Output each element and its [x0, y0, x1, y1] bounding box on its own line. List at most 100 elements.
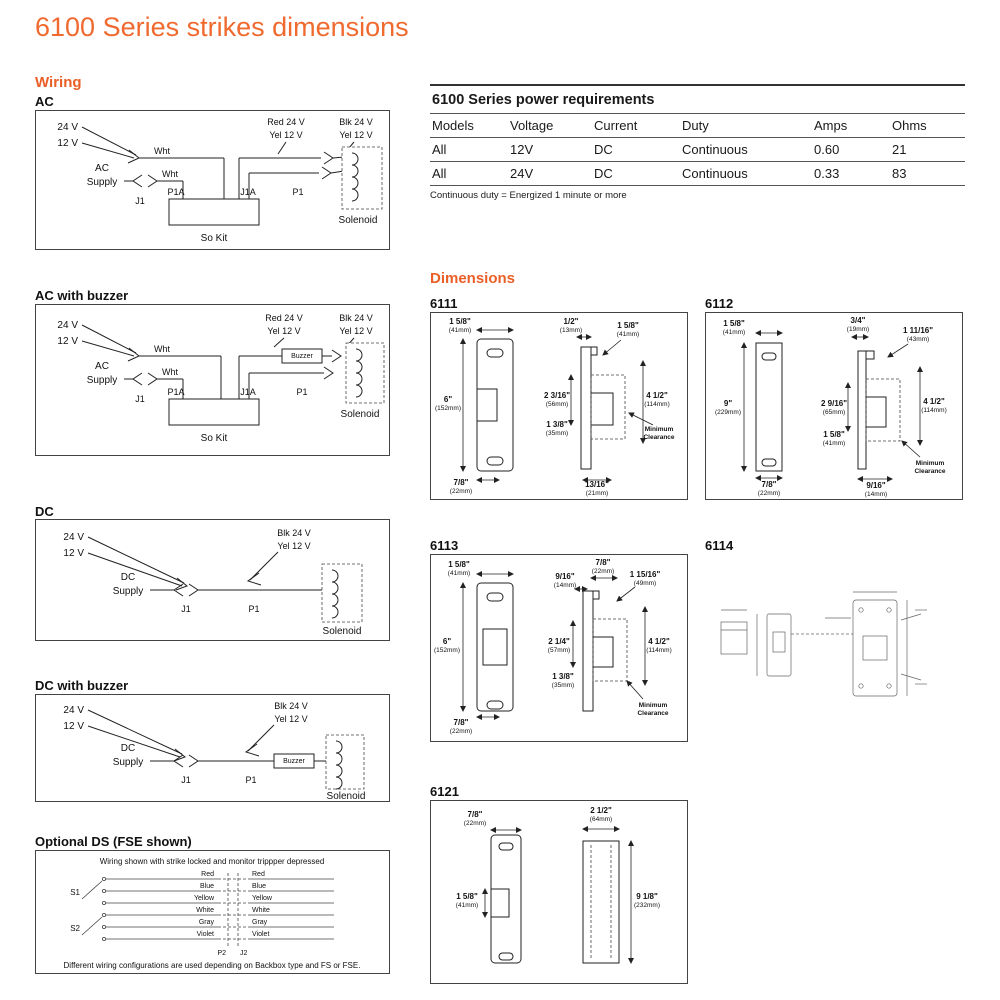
wire-label: Yel 12 V	[274, 714, 307, 724]
table-cell: DC	[592, 137, 680, 162]
connector-label: J1	[135, 196, 145, 206]
wire-label: Blk 24 V	[339, 313, 373, 323]
solenoid-label: Solenoid	[327, 791, 366, 801]
dim-mm: (41mm)	[823, 440, 845, 447]
table-footnote: Continuous duty = Energized 1 minute or …	[430, 190, 627, 201]
dc-line-art	[87, 536, 363, 623]
supply-label: AC	[95, 361, 109, 372]
connector-label: J1	[181, 604, 191, 614]
dim-value: 7/8"	[454, 718, 469, 727]
dim-value: 2 1/4"	[548, 637, 570, 646]
wire-label: Blk 24 V	[339, 117, 373, 127]
line-art-6112	[755, 342, 901, 472]
dim-mm: (14mm)	[865, 491, 887, 498]
min-clearance-label: Clearance	[637, 710, 668, 717]
supply-label: Supply	[87, 177, 118, 188]
dc-wiring-box: 24 V 12 V Blk 24 V Yel 12 V DC Supply J1…	[35, 519, 390, 641]
buzzer-label: Buzzer	[291, 353, 313, 360]
wire-label: Yel 12 V	[339, 326, 372, 336]
ds-bottom-note: Different wiring configurations are used…	[64, 961, 361, 970]
dim-mm: (114mm)	[644, 401, 670, 408]
connector-label: P1A	[167, 187, 184, 197]
wire-label: Yel 12 V	[269, 130, 302, 140]
ac-line-art	[81, 126, 383, 226]
connector-label: P1A	[167, 387, 184, 397]
connector-label: J1A	[240, 387, 256, 397]
dim-value: 1/2"	[564, 317, 579, 326]
table-cell: 0.60	[812, 137, 890, 162]
dimensions-heading: Dimensions	[430, 270, 516, 287]
supply-label: AC	[95, 163, 109, 174]
dim-value: 1 5/8"	[723, 319, 745, 328]
wire-color-label: White	[252, 907, 270, 914]
dim-value: 9 1/8"	[636, 892, 658, 901]
dc-section-label: DC	[35, 504, 54, 519]
wire-color-label: Violet	[252, 931, 269, 938]
model-label-6112: 6112	[705, 296, 734, 311]
ds-top-note: Wiring shown with strike locked and moni…	[100, 857, 325, 866]
wire-color-label: Blue	[200, 883, 214, 890]
min-clearance-label: Clearance	[914, 468, 945, 475]
dim-mm: (35mm)	[552, 682, 574, 689]
wire-label: Blk 24 V	[277, 528, 311, 538]
dim-mm: (114mm)	[921, 407, 947, 414]
dim-mm: (19mm)	[847, 326, 869, 333]
dim-mm: (114mm)	[646, 647, 672, 654]
acb-wiring-diagram: 24 V 12 V Wht Wht AC Supply J1 P1A J1A P…	[57, 313, 385, 444]
supply-label: Supply	[113, 586, 144, 597]
dim-area-6114	[705, 554, 963, 742]
dim-value: 6"	[444, 395, 452, 404]
dim-value: 9/16"	[866, 481, 886, 490]
supply-label: Supply	[113, 757, 144, 768]
solenoid-label: Solenoid	[341, 409, 380, 420]
model-label-6113: 6113	[430, 538, 459, 553]
wire-label: 12 V	[57, 336, 78, 347]
dcb-line-art	[87, 709, 365, 790]
table-cell: 83	[890, 161, 965, 186]
dim-lines-6111	[460, 327, 654, 483]
wire-label: Red 24 V	[267, 117, 305, 127]
power-requirements-table: 6100 Series power requirements Models Vo…	[430, 84, 965, 201]
wire-label: 12 V	[57, 138, 78, 149]
model-label-6114: 6114	[705, 538, 734, 553]
dim-value: 1 11/16"	[903, 326, 933, 335]
wire-label: Yel 12 V	[267, 326, 300, 336]
dc-wiring-diagram: 24 V 12 V Blk 24 V Yel 12 V DC Supply J1…	[63, 528, 363, 637]
dim-mm: (21mm)	[586, 490, 608, 497]
dim-mm: (22mm)	[450, 728, 472, 735]
wire-label: 12 V	[63, 548, 84, 559]
dim-lines-6121	[482, 826, 634, 964]
column-header: Duty	[680, 113, 812, 138]
table-cell: DC	[592, 161, 680, 186]
connector-label: J1	[181, 775, 191, 785]
table-cell: 21	[890, 137, 965, 162]
supply-label: DC	[121, 743, 135, 754]
wire-color-label: Violet	[197, 931, 214, 938]
connector-label: J1	[135, 394, 145, 404]
wire-color-label: Yellow	[252, 895, 273, 902]
connector-label: J2	[240, 950, 248, 957]
connector-label: P1	[248, 604, 259, 614]
dim-mm: (41mm)	[723, 329, 745, 336]
line-art-6121	[490, 834, 620, 964]
dim-value: 2 1/2"	[590, 806, 612, 815]
dim-value: 1 5/8"	[617, 321, 639, 330]
column-header: Amps	[812, 113, 890, 138]
wire-label: Wht	[162, 169, 179, 179]
connector-label: P2	[217, 950, 226, 957]
dim-value: 7/8"	[596, 558, 611, 567]
wiring-heading: Wiring	[35, 74, 82, 91]
acb-section-label: AC with buzzer	[35, 288, 129, 303]
wire-color-label: Red	[252, 871, 265, 878]
ds-wiring-diagram: Wiring shown with strike locked and moni…	[64, 857, 361, 970]
dim-mm: (152mm)	[435, 405, 461, 412]
column-header: Ohms	[890, 113, 965, 138]
dim-value: 9/16"	[555, 572, 575, 581]
wire-label: Blk 24 V	[274, 701, 308, 711]
dim-mm: (65mm)	[823, 409, 845, 416]
connector-label: P1	[245, 775, 256, 785]
dim-mm: (41mm)	[456, 902, 478, 909]
dim-value: 1 3/8"	[552, 672, 574, 681]
wire-color-label: Red	[201, 871, 214, 878]
dcb-section-label: DC with buzzer	[35, 678, 129, 693]
